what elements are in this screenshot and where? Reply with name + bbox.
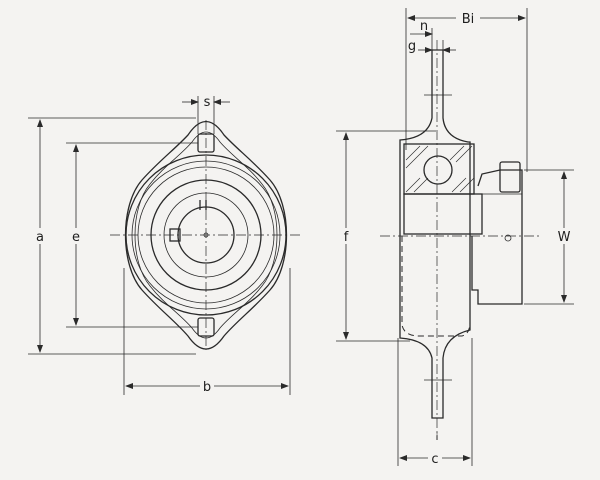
side-view (380, 40, 540, 440)
label-w: W (558, 230, 571, 245)
label-b: b (203, 380, 211, 395)
front-view (110, 120, 300, 350)
label-n: n (420, 19, 428, 34)
dimension-labels: a e s b f Bi n g W c i (33, 10, 573, 467)
outer-ring-hatching (405, 145, 475, 193)
flange-outline (124, 120, 288, 350)
flange-inner-contour (134, 131, 278, 339)
hidden-housing-outline (401, 236, 471, 337)
bearing-ball (423, 155, 453, 185)
locking-collar (471, 169, 523, 305)
label-i: i (436, 432, 439, 443)
label-f: f (344, 230, 349, 245)
label-a: a (36, 230, 44, 245)
label-bi: Bi (462, 12, 475, 27)
front-dimensions (28, 96, 291, 395)
label-c: c (431, 452, 438, 467)
collar-hole (504, 234, 512, 242)
side-dimensions (336, 8, 574, 466)
label-e: e (72, 230, 80, 245)
label-s: s (204, 95, 211, 110)
label-g: g (408, 39, 416, 54)
inner-sleeve (403, 193, 483, 235)
center-point (203, 232, 209, 238)
side-flange-plate (399, 49, 471, 419)
collar-set-screw (499, 161, 521, 193)
